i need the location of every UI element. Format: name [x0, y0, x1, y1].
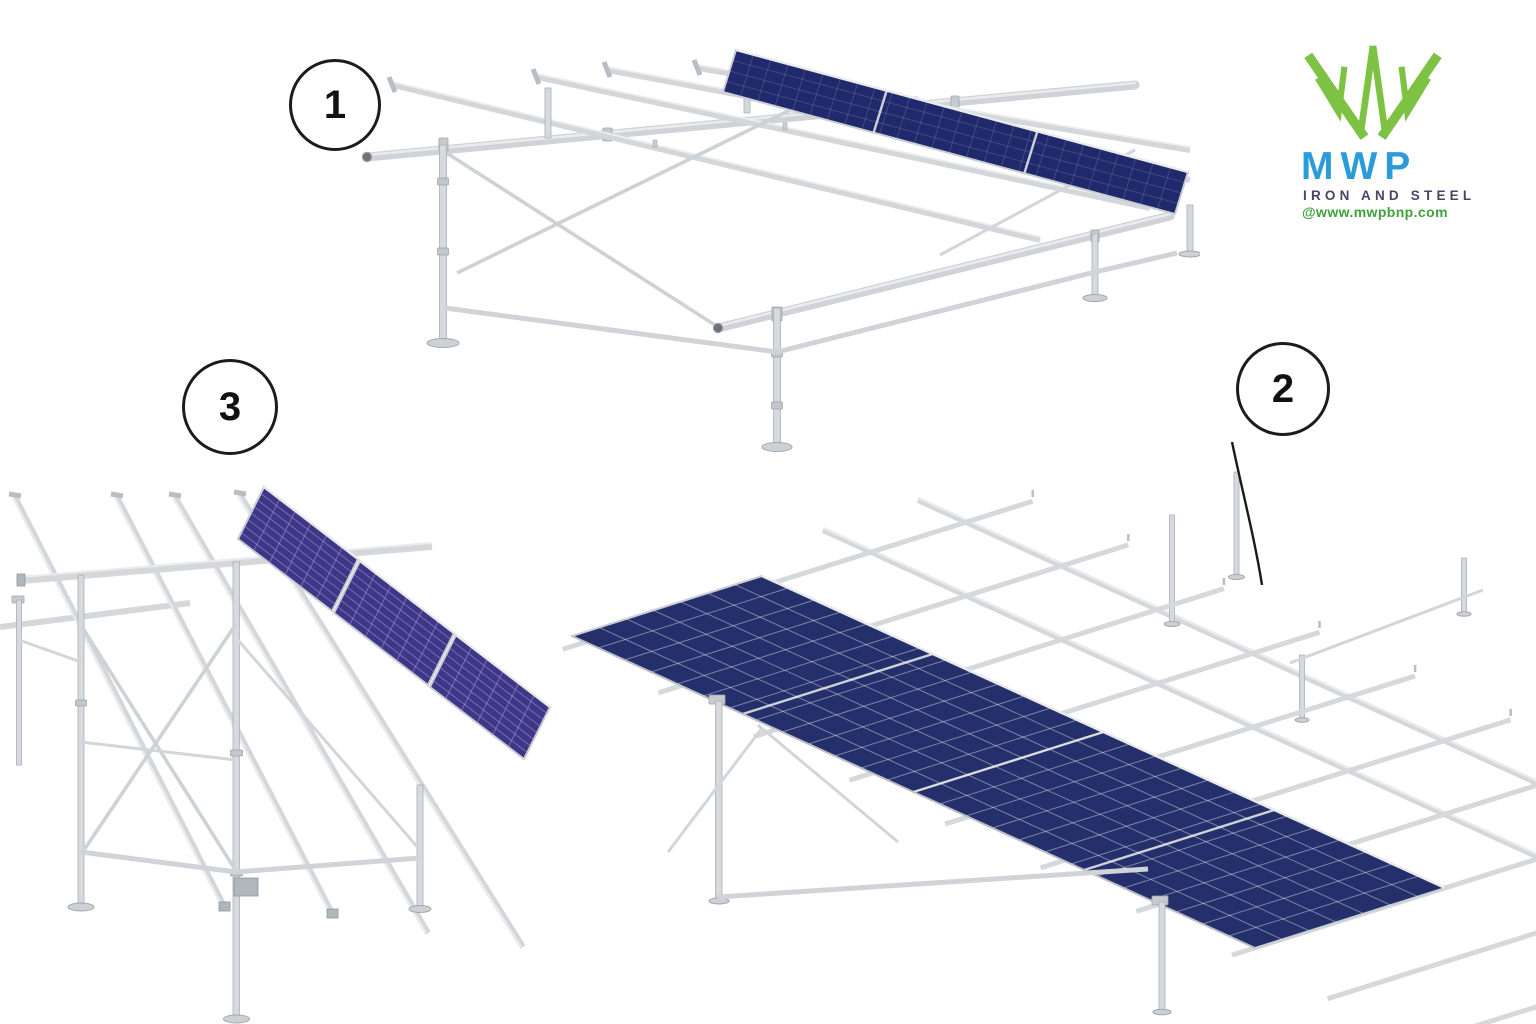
solar-panel-array	[572, 576, 1445, 948]
brand-tagline: IRON AND STEEL	[1303, 188, 1476, 203]
callout-1-badge: 1	[289, 59, 381, 151]
ground-cable	[1230, 441, 1264, 586]
callout-3-label: 3	[218, 384, 242, 429]
solar-panel-array	[723, 50, 1188, 214]
callout-2-label: 2	[1271, 366, 1295, 411]
stub-post	[544, 87, 552, 139]
structure-1-illustration	[355, 20, 1200, 452]
callout-1-label: 1	[323, 82, 347, 127]
front-posts	[666, 694, 1172, 1016]
ground-tie-beams	[444, 250, 1178, 355]
support-posts	[426, 144, 1200, 452]
structure-2-illustration	[545, 420, 1536, 1024]
solar-panel-array	[238, 487, 550, 759]
main-girder	[16, 542, 433, 587]
stringer-beams	[821, 497, 1536, 860]
brand-name: MWP	[1301, 145, 1418, 188]
callout-3-badge: 3	[182, 359, 278, 455]
callout-2-badge: 2	[1236, 342, 1330, 436]
torque-tube-lower	[712, 211, 1175, 334]
mwp-logo: MWP IRON AND STEEL @www.mwpbnp.com	[1296, 42, 1471, 220]
rack-posts	[1163, 441, 1484, 723]
mwp-crown-icon	[1304, 45, 1442, 140]
support-posts	[11, 561, 432, 1024]
braces-and-ties	[18, 622, 422, 897]
channel-stub	[233, 877, 259, 897]
brand-website: @www.mwpbnp.com	[1302, 204, 1448, 220]
structure-3-illustration	[0, 450, 570, 1024]
rear-girder	[0, 600, 191, 630]
